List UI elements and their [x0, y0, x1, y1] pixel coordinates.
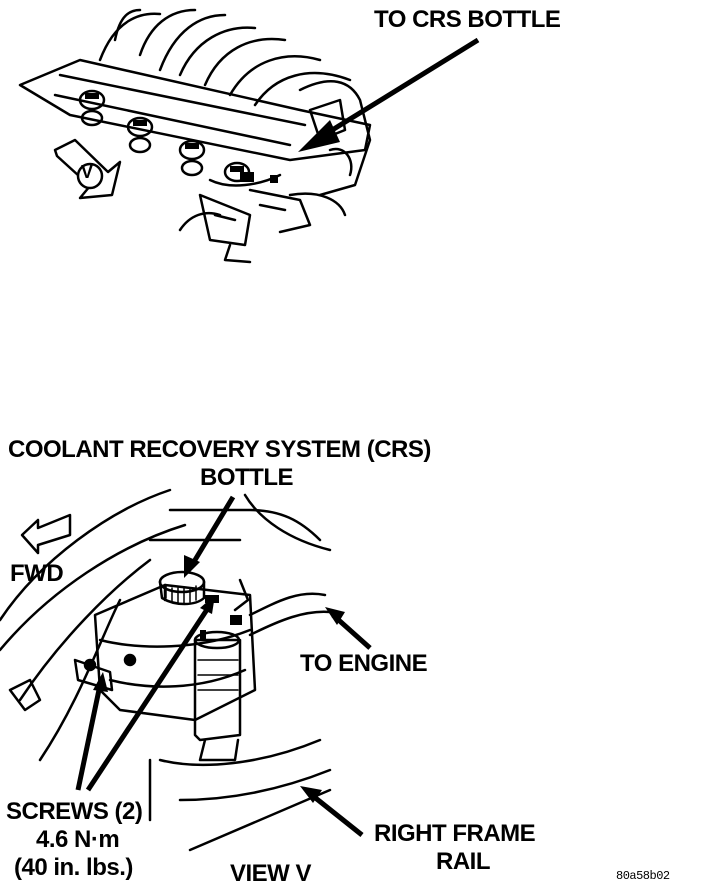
fwd-label: FWD — [10, 560, 64, 587]
figure-id: 80a58b02 — [616, 869, 670, 883]
view-marker-letter: V — [81, 162, 93, 182]
view-v-arrow-icon — [53, 138, 122, 200]
screws-torque-inlbs: (40 in. lbs.) — [14, 854, 133, 881]
crs-title-line2: BOTTLE — [200, 464, 294, 491]
to-engine-label: TO ENGINE — [300, 650, 428, 677]
right-frame-label-line1: RIGHT FRAME — [374, 820, 536, 847]
to-crs-bottle-label: TO CRS BOTTLE — [374, 6, 561, 33]
crs-title-line1: COOLANT RECOVERY SYSTEM (CRS) — [8, 436, 431, 463]
screws-torque-nm: 4.6 N·m — [36, 826, 120, 853]
fwd-arrow-icon — [20, 513, 72, 555]
right-frame-label-line2: RAIL — [436, 848, 491, 875]
screws-label-line1: SCREWS (2) — [6, 798, 143, 825]
view-caption: VIEW V — [230, 860, 312, 887]
